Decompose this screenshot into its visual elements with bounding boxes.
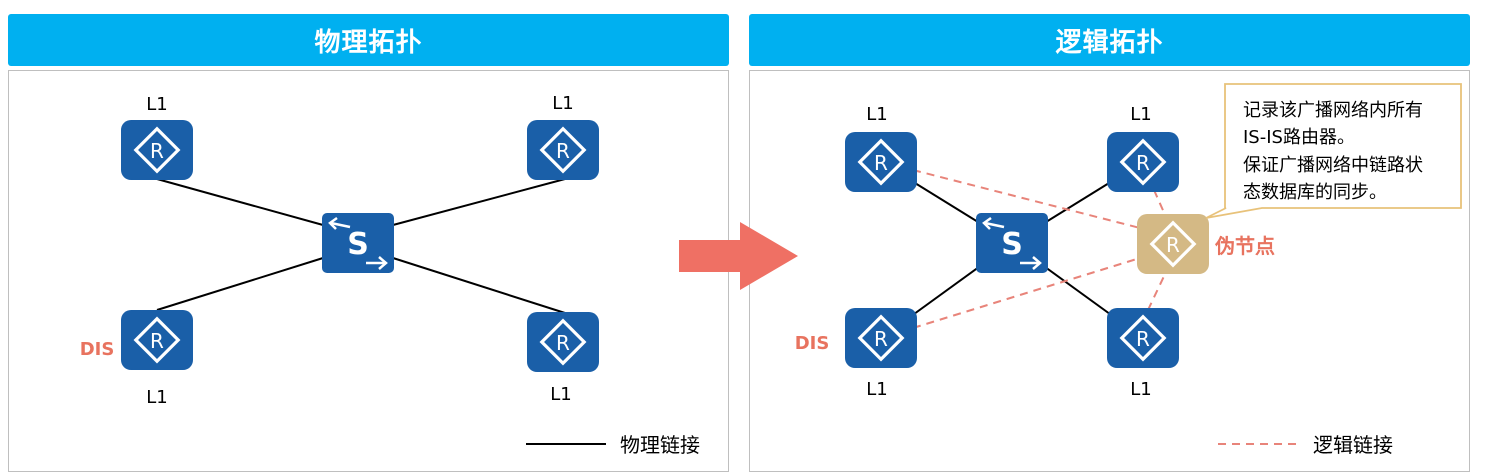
- switch-left-arrow-icon: [328, 216, 351, 230]
- logical-link-bl: [912, 257, 1141, 329]
- left-router-br[interactable]: R: [525, 310, 601, 374]
- switch-icon: S: [1001, 227, 1023, 262]
- right-panel-title: 逻辑拓扑: [1055, 27, 1164, 58]
- switch-icon: S: [347, 227, 369, 262]
- switch-right-arrow-icon: [1020, 256, 1042, 270]
- router-icon: R: [874, 151, 888, 175]
- pseudo-node[interactable]: R: [1137, 214, 1209, 274]
- left-label-tl: L1: [146, 94, 167, 115]
- router-icon: R: [150, 329, 164, 353]
- left-panel-title: 物理拓扑: [314, 27, 423, 58]
- left-router-tr[interactable]: R: [525, 118, 601, 182]
- callout-line-3: 保证广播网络中链路状: [1243, 155, 1423, 176]
- left-panel-header: 物理拓扑: [8, 14, 729, 66]
- left-label-tr: L1: [552, 93, 573, 114]
- left-label-br: L1: [550, 384, 571, 405]
- right-router-tl[interactable]: R: [843, 130, 919, 194]
- router-icon: R: [556, 139, 570, 163]
- callout-box: 记录该广播网络内所有 IS-IS路由器。 保证广播网络中链路状 态数据库的同步。: [1205, 83, 1462, 219]
- left-router-bl[interactable]: R: [119, 308, 195, 372]
- transition-arrow-icon: [679, 222, 798, 290]
- left-legend-label: 物理链接: [620, 433, 700, 457]
- left-router-tl[interactable]: R: [119, 118, 195, 182]
- router-icon: R: [556, 331, 570, 355]
- switch-left-arrow-icon: [982, 216, 1005, 230]
- left-dis-label: DIS: [80, 339, 115, 360]
- callout-line-2: IS-IS路由器。: [1243, 127, 1355, 148]
- physical-link-tl: [156, 178, 324, 226]
- router-icon: R: [150, 139, 164, 163]
- router-icon: R: [1166, 233, 1180, 257]
- pseudo-node-label: 伪节点: [1214, 234, 1275, 258]
- right-label-br: L1: [1130, 379, 1151, 400]
- left-switch[interactable]: S: [322, 213, 394, 273]
- right-dis-label: DIS: [795, 333, 830, 354]
- callout-line-4: 态数据库的同步。: [1243, 182, 1387, 203]
- logical-link-tl: [912, 169, 1141, 229]
- physical-link-tr: [392, 178, 566, 226]
- router-icon: R: [1136, 151, 1150, 175]
- switch-right-arrow-icon: [366, 256, 388, 270]
- right-legend-label: 逻辑链接: [1313, 433, 1393, 457]
- right-router-br[interactable]: R: [1105, 306, 1181, 370]
- right-router-tr[interactable]: R: [1105, 130, 1181, 194]
- router-icon: R: [874, 327, 888, 351]
- physical-link-br: [392, 257, 566, 314]
- right-switch[interactable]: S: [976, 213, 1048, 273]
- callout-line-1: 记录该广播网络内所有: [1243, 100, 1423, 121]
- router-icon: R: [1136, 327, 1150, 351]
- left-label-bl: L1: [146, 387, 167, 408]
- logical-link-br: [1147, 271, 1167, 311]
- right-label-tl: L1: [866, 104, 887, 125]
- right-panel-header: 逻辑拓扑: [749, 14, 1470, 66]
- right-logical-links: [912, 169, 1167, 329]
- physical-link-bl: [156, 257, 324, 311]
- logical-link-tr: [1153, 189, 1167, 218]
- right-label-bl: L1: [866, 379, 887, 400]
- right-label-tr: L1: [1130, 104, 1151, 125]
- left-physical-links: [156, 178, 566, 314]
- right-router-bl[interactable]: R: [843, 306, 919, 370]
